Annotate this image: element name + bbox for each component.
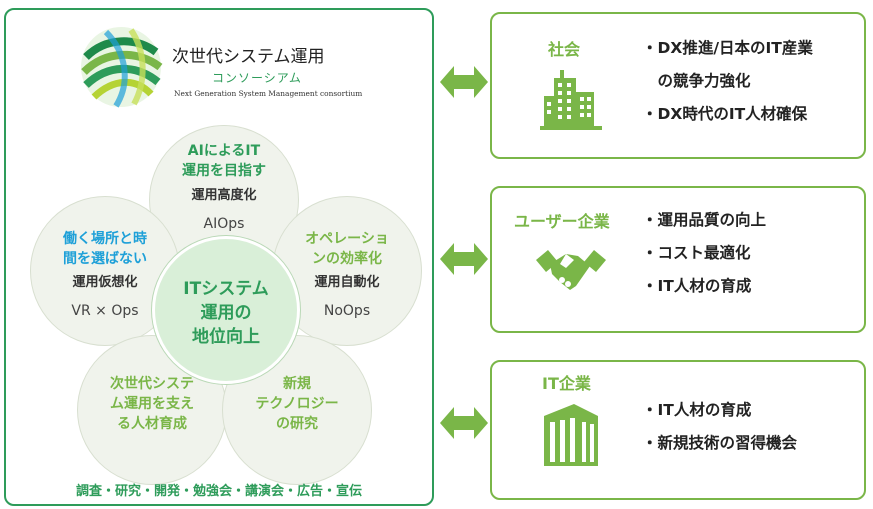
list-item: ・DX時代のIT人材確保	[642, 105, 808, 123]
list-item: ・IT人材の育成	[642, 277, 752, 295]
stakeholder-title: ユーザー企業	[514, 212, 610, 231]
globe-logo-icon	[81, 27, 163, 108]
petal-subtitle: 運用自動化	[314, 275, 380, 290]
petal-title-line: 次世代システ	[110, 376, 194, 392]
building-icon	[540, 70, 602, 130]
petal-title-line: 運用を目指す	[182, 163, 266, 179]
stakeholder-items: ・運用品質の向上 ・コスト最適化 ・IT人材の育成	[642, 204, 766, 303]
petal-title-line: の研究	[276, 416, 318, 432]
petal-title-line: テクノロジー	[255, 396, 339, 412]
petal-title-line: 間を選ばない	[63, 251, 147, 267]
consortium-logo: 次世代システム運用 コンソーシアム Next Generation System…	[76, 22, 436, 112]
petal-title-line: 新規	[283, 376, 311, 392]
petal-title-line: AIによるIT	[187, 143, 261, 159]
list-item: の競争力強化	[642, 72, 751, 90]
petal-subtitle: 運用高度化	[191, 188, 257, 203]
center-line: ITシステム	[183, 279, 269, 299]
activities-footer: 調査・研究・開発・勉強会・講演会・広告・宣伝	[75, 484, 362, 499]
petal-english: VR × Ops	[71, 303, 139, 319]
petal-english: AIOps	[203, 216, 245, 232]
office-building-icon	[544, 404, 598, 466]
consortium-subtitle: コンソーシアム	[212, 71, 302, 85]
consortium-english-name: Next Generation System Management consor…	[174, 89, 363, 98]
list-item: ・コスト最適化	[642, 244, 751, 262]
petal-title-line: ンの効率化	[312, 251, 382, 267]
petal-title-line: オペレーショ	[305, 231, 389, 247]
handshake-icon	[536, 250, 606, 290]
consortium-panel: 次世代システム運用 コンソーシアム Next Generation System…	[4, 8, 434, 506]
stakeholder-it: IT企業 ・IT人材の育成 ・新規技術の習得機会	[490, 360, 866, 500]
stakeholder-items: ・DX推進/日本のIT産業 の競争力強化 ・DX時代のIT人材確保	[642, 32, 813, 131]
center-line: 地位向上	[192, 327, 260, 347]
stakeholder-items: ・IT人材の育成 ・新規技術の習得機会	[642, 394, 797, 460]
double-arrow-icon	[440, 243, 488, 275]
stakeholder-society: 社会 ・DX推進/日本のIT産業 の競争力強化 ・DX時代のIT人材確保	[490, 12, 866, 159]
consortium-title: 次世代システム運用	[172, 47, 325, 67]
list-item: ・運用品質の向上	[642, 211, 767, 229]
petal-english: NoOps	[323, 303, 371, 319]
stakeholder-title: IT企業	[542, 374, 591, 393]
center-line: 運用の	[200, 303, 252, 323]
list-item: ・新規技術の習得機会	[642, 434, 798, 452]
list-item: ・IT人材の育成	[642, 401, 752, 419]
stakeholder-title: 社会	[548, 40, 581, 59]
petal-research: 新規 テクノロジー の研究	[222, 335, 372, 485]
stakeholder-user: ユーザー企業 ・運用品質の向上 ・コスト最適化 ・IT人材の育成	[490, 186, 866, 333]
petal-title-line: る人材育成	[117, 416, 187, 432]
double-arrow-icon	[440, 407, 488, 439]
petal-subtitle: 運用仮想化	[72, 275, 138, 290]
petal-title-line: 働く場所と時	[63, 231, 147, 247]
center-goal: ITシステム 運用の 地位向上	[152, 236, 300, 384]
double-arrow-icon	[440, 66, 488, 98]
list-item: ・DX推進/日本のIT産業	[642, 39, 813, 57]
petal-title-line: ム運用を支え	[110, 396, 194, 412]
